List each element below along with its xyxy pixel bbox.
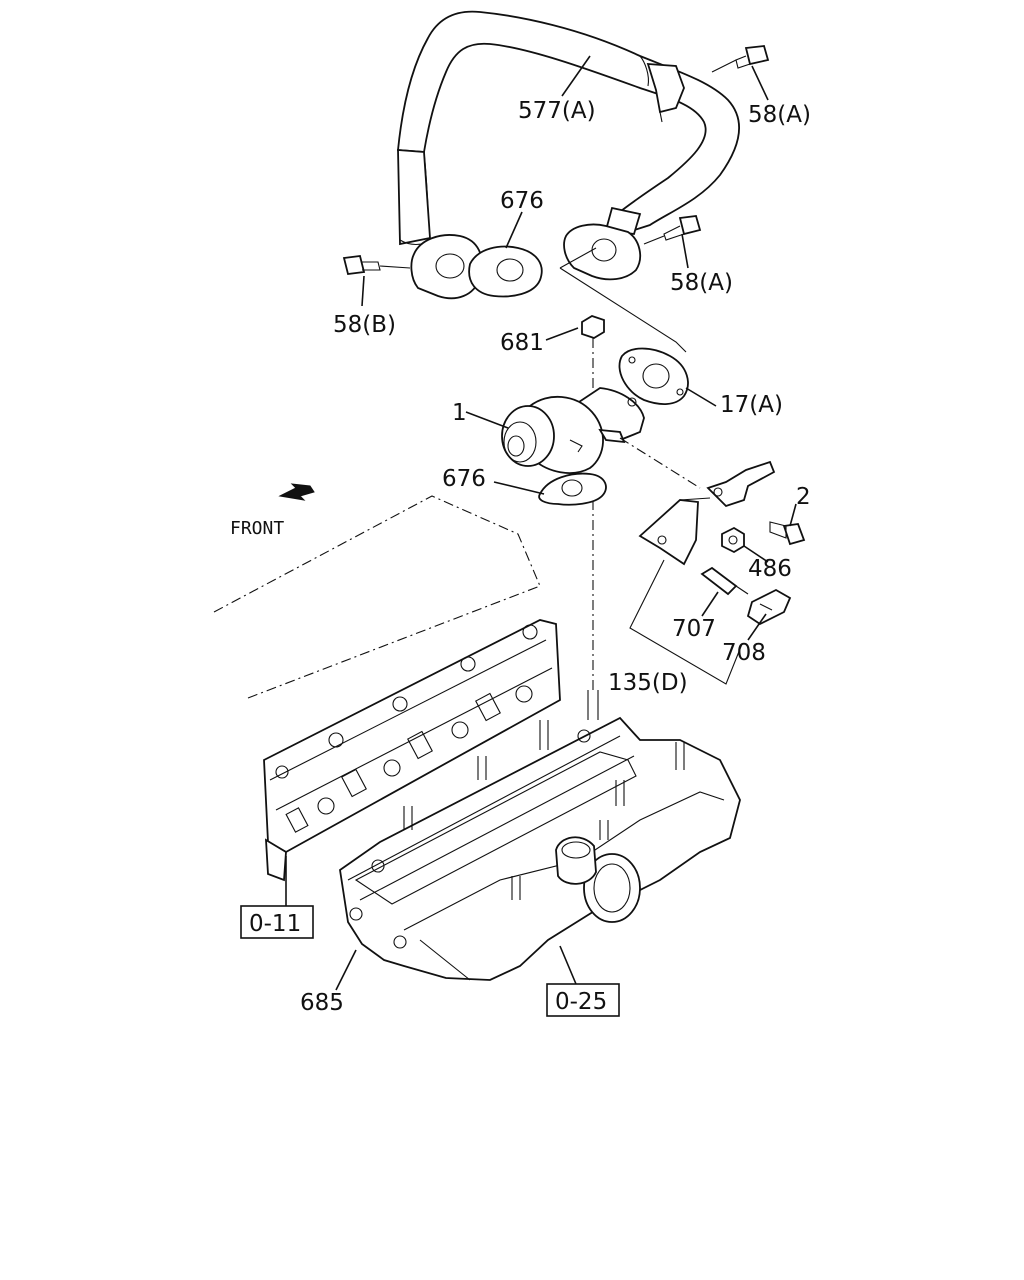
- cylinder-head: [213, 495, 561, 882]
- bracket-135d: [638, 460, 776, 566]
- label-58a-top: 58(A): [748, 102, 811, 128]
- clip-708: [746, 588, 792, 626]
- egr-pipe-577a: [397, 10, 740, 246]
- bolt-2: [769, 521, 806, 546]
- label-708: 708: [722, 640, 766, 666]
- ref-box-0-11[interactable]: 0-11: [240, 905, 314, 939]
- pipe-flange-right: [563, 223, 642, 281]
- gasket-676-lower: [538, 472, 607, 506]
- label-58b: 58(B): [333, 312, 396, 338]
- manifold-studs: [403, 690, 685, 900]
- head-port-row: [275, 624, 538, 833]
- label-2: 2: [796, 484, 811, 510]
- assembly-line: [559, 247, 597, 269]
- gasket-676-upper: [468, 245, 543, 298]
- label-486: 486: [748, 556, 792, 582]
- label-681: 681: [500, 330, 544, 356]
- manifold-gasket-outline: [349, 729, 637, 949]
- assembly-group-line: [629, 559, 743, 685]
- front-direction-arrow-icon: [278, 483, 315, 501]
- label-17a: 17(A): [720, 392, 783, 418]
- label-135d: 135(D): [608, 670, 688, 696]
- label-685: 685: [300, 990, 344, 1016]
- label-front: FRONT: [230, 518, 284, 539]
- label-58a-mid: 58(A): [670, 270, 733, 296]
- label-ref-0-25: 0-25: [555, 989, 607, 1015]
- nut-486: [721, 526, 745, 554]
- label-676-lower: 676: [442, 466, 486, 492]
- label-577a: 577(A): [518, 98, 596, 124]
- nut-681: [581, 315, 605, 390]
- leader-lines: [285, 55, 797, 991]
- intake-manifold: [339, 690, 741, 981]
- label-ref-0-11: 0-11: [249, 911, 301, 937]
- bolt-58b-left: [342, 255, 411, 275]
- gasket-17a: [618, 347, 689, 405]
- label-1: 1: [452, 400, 467, 426]
- egr-valve: [501, 387, 645, 690]
- label-707: 707: [672, 616, 716, 642]
- bolt-58a-mid: [643, 215, 702, 245]
- ref-box-0-25[interactable]: 0-25: [546, 983, 620, 1017]
- assembly-line: [619, 437, 701, 489]
- bolt-58a-top: [711, 45, 770, 73]
- stud-707: [700, 566, 749, 596]
- label-676-upper: 676: [500, 188, 544, 214]
- assembly-line: [559, 267, 687, 353]
